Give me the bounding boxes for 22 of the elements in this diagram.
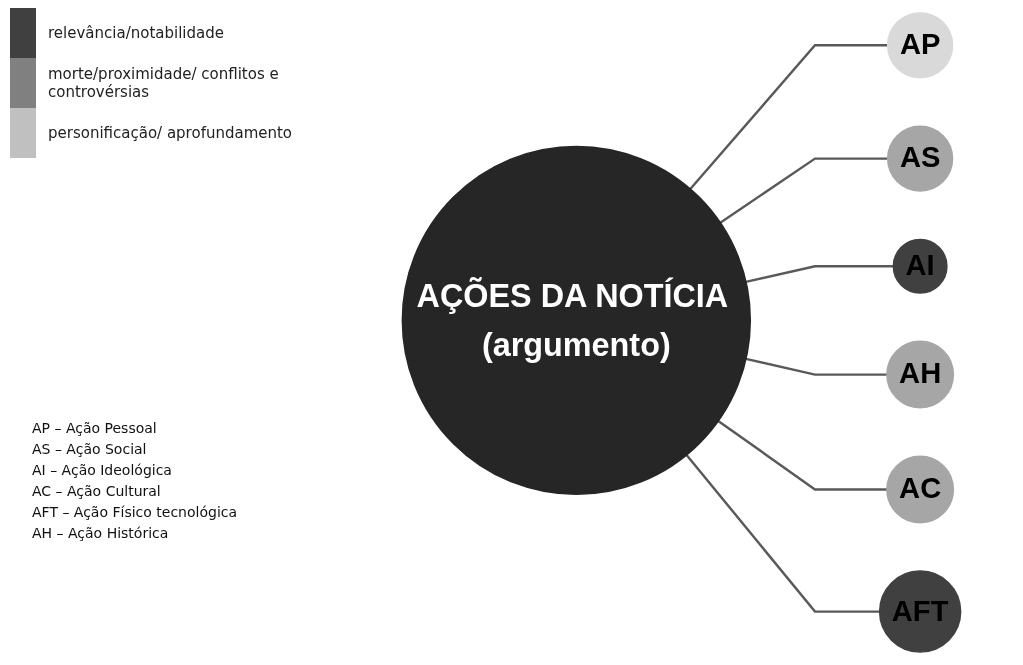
- node-circle: AÇÕES DA NOTÍCIA (argumento): [401, 145, 752, 496]
- node-circle: AFT: [878, 570, 962, 653]
- node-circle: AI: [892, 238, 948, 294]
- legend-text: relevância/notabilidade: [48, 24, 224, 42]
- connector: [745, 264, 894, 284]
- connector: [719, 157, 888, 224]
- abbreviation-note: AFT – Ação Físico tecnológica: [32, 503, 238, 522]
- abbreviation-note: AC – Ação Cultural: [32, 482, 161, 501]
- node-circle: AP: [886, 12, 954, 79]
- connector: [745, 357, 887, 376]
- node-circle: AH: [886, 340, 955, 409]
- abbreviation-note: AP – Ação Pessoal: [32, 419, 157, 438]
- abbreviation-note: AS – Ação Social: [32, 440, 147, 459]
- legend-text: personificação/ aprofundamento: [48, 124, 293, 142]
- legend-text: morte/proximidade/ conflitos e controvérsias: [48, 65, 280, 101]
- connector: [689, 44, 888, 190]
- abbreviation-note: AI – Ação Ideológica: [32, 461, 172, 480]
- node-circle: AS: [886, 125, 954, 192]
- node-circle: AC: [886, 455, 955, 524]
- connector: [717, 419, 887, 491]
- abbreviation-note: AH – Ação Histórica: [32, 524, 169, 543]
- connector: [685, 454, 880, 613]
